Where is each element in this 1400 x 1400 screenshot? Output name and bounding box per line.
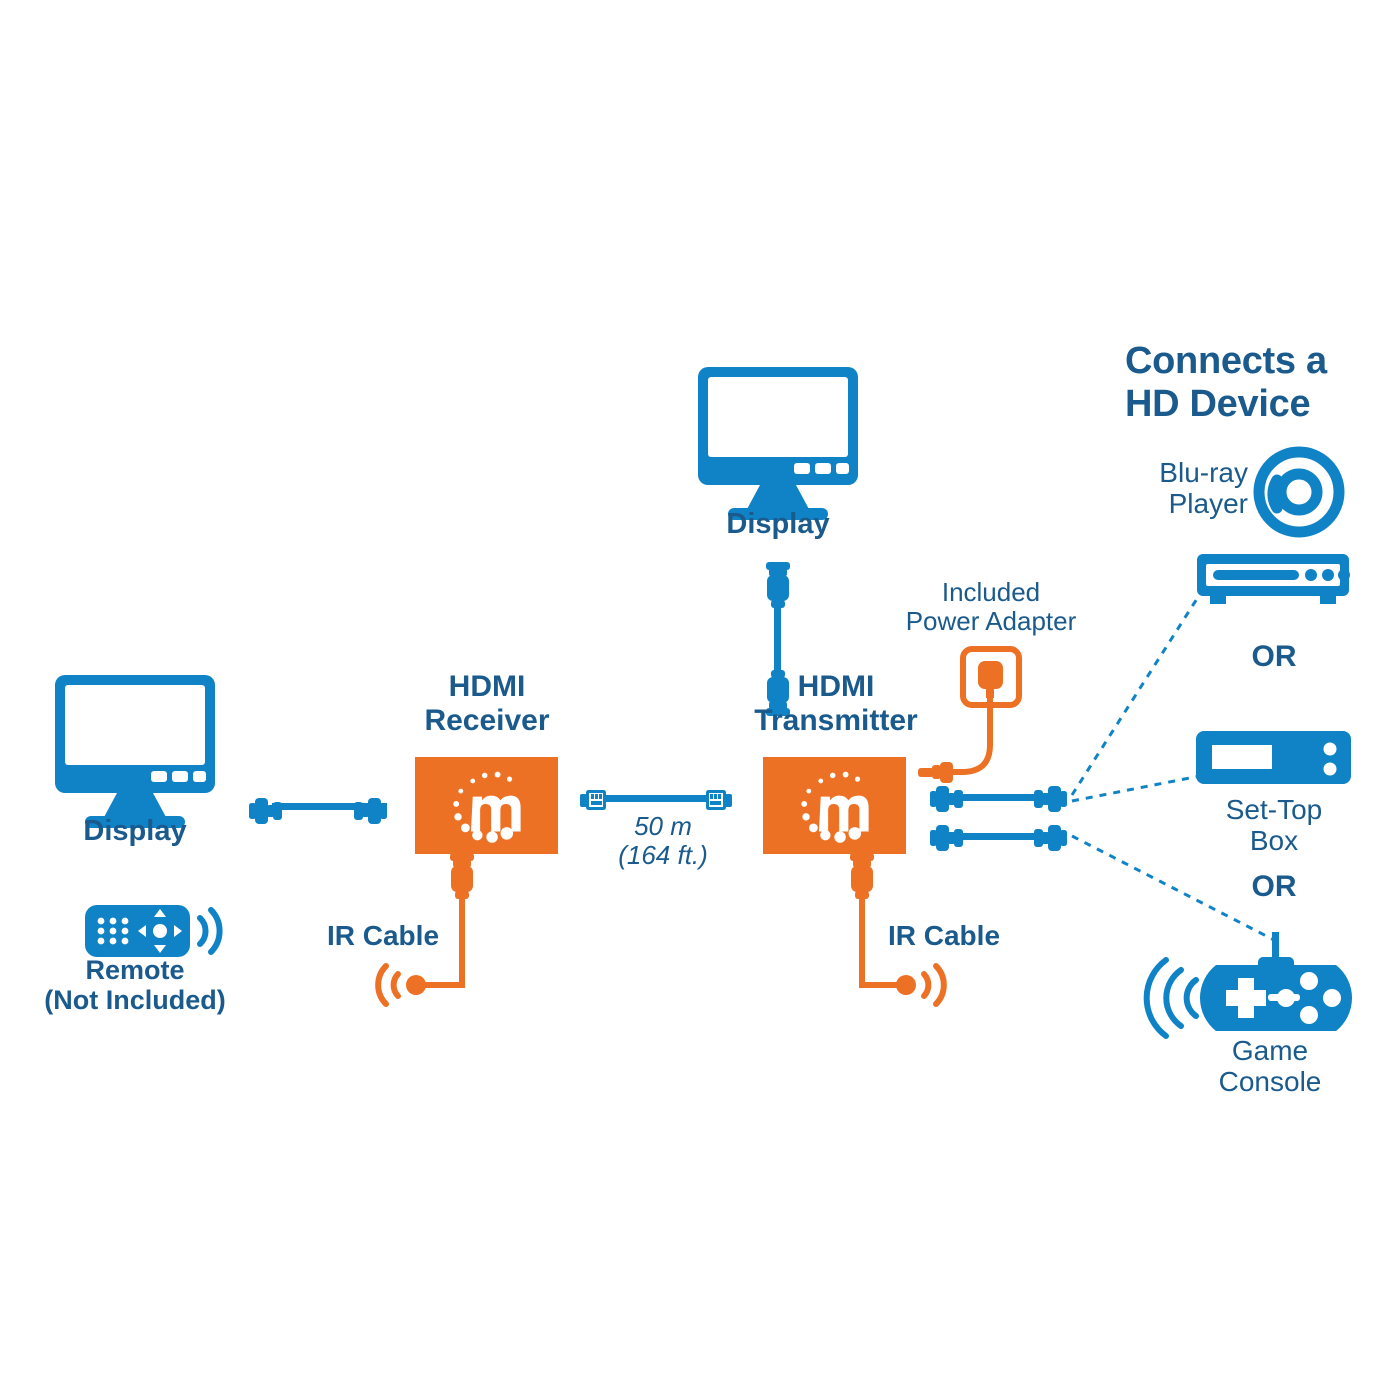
hdmi-transmitter-box	[763, 757, 906, 854]
game-console-label: Game Console	[1218, 1035, 1322, 1098]
display-left-label: Display	[83, 815, 187, 847]
monitor-icon-top	[698, 367, 858, 520]
hdmi-cable-out-2	[930, 825, 1067, 851]
monitor-icon-left	[55, 675, 215, 828]
hdmi-cable-out-1	[930, 786, 1067, 812]
hdmi-receiver-label: HDMI Receiver	[424, 670, 550, 737]
bluray-player-icon	[1197, 554, 1350, 604]
or-separator-2: OR	[1251, 870, 1297, 903]
ethernet-cable	[580, 790, 732, 810]
hdmi-cable-top	[766, 562, 790, 716]
ir-cable-transmitter-label: IR Cable	[887, 920, 1001, 951]
hdmi-transmitter-label: HDMI Transmitter	[754, 670, 918, 737]
display-top-label: Display	[726, 508, 830, 540]
ir-cable-transmitter	[850, 853, 947, 1007]
power-connector	[918, 762, 953, 783]
game-controller-icon	[1143, 932, 1353, 1039]
headline: Connects a HD Device	[1125, 340, 1327, 425]
remote-control-icon	[85, 905, 223, 957]
power-adapter-label: Included Power Adapter	[905, 577, 1077, 637]
ethernet-distance-label: 50 m (164 ft.)	[618, 811, 708, 871]
power-adapter-icon	[918, 646, 1022, 783]
ir-cable-receiver-label: IR Cable	[326, 920, 440, 951]
set-top-box-icon	[1196, 731, 1351, 784]
bluray-player-label: Blu-ray Player	[1159, 457, 1248, 520]
hdmi-cable-left	[249, 798, 387, 824]
bluray-disc-icon	[1253, 446, 1345, 538]
or-separator-1: OR	[1251, 640, 1297, 673]
remote-label: Remote (Not Included)	[44, 955, 226, 1016]
hdmi-receiver-box	[415, 757, 558, 854]
dashed-links	[1070, 593, 1279, 944]
set-top-box-label: Set-Top Box	[1225, 794, 1323, 857]
ir-cable-receiver	[375, 853, 474, 1007]
